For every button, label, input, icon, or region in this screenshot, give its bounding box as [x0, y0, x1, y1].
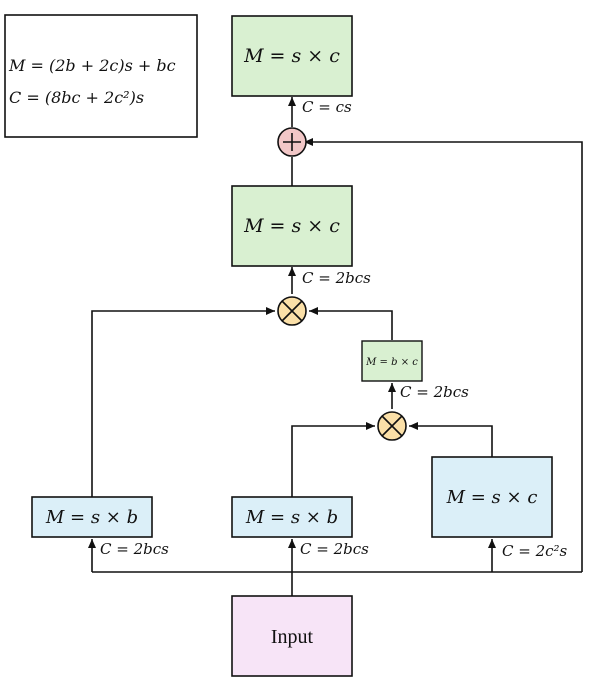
block-input-label: Input	[271, 626, 314, 648]
block-input: Input	[231, 595, 353, 677]
multiply-icon	[381, 415, 403, 437]
block-left-label: M = s × b	[45, 507, 138, 528]
edge-small-to-mul	[309, 307, 393, 340]
block-center: M = s × b	[231, 496, 353, 538]
legend-box: M = (2b + 2c)s + bc C = (8bc + 2c²)s	[4, 14, 198, 138]
edge-label-right: C = 2c²s	[502, 542, 568, 560]
edge-right-to-mul	[409, 422, 493, 457]
plus-icon	[283, 133, 301, 151]
multiply-icon	[281, 300, 303, 322]
block-small-label: M = b × c	[365, 357, 418, 368]
connectors	[88, 97, 583, 596]
multiply-operator-upper	[277, 296, 307, 326]
block-small: M = b × c	[361, 340, 423, 382]
edge-label-center: C = 2bcs	[300, 540, 369, 558]
edge-left-to-mul	[91, 307, 275, 497]
add-operator	[277, 127, 307, 157]
edge-label-middle: C = 2bcs	[302, 269, 371, 287]
legend-line-m: M = (2b + 2c)s + bc	[8, 56, 176, 75]
block-center-label: M = s × b	[245, 507, 338, 528]
edge-label-left: C = 2bcs	[100, 540, 169, 558]
multiply-operator-lower	[377, 411, 407, 441]
block-right: M = s × c	[431, 456, 553, 538]
legend-line-c: C = (8bc + 2c²)s	[9, 88, 144, 107]
block-right-label: M = s × c	[446, 487, 538, 508]
edge-residual	[304, 138, 583, 572]
block-top: M = s × c	[231, 15, 353, 97]
edge-center-to-mul	[291, 422, 375, 497]
edge-label-small: C = 2bcs	[400, 383, 469, 401]
block-middle: M = s × c	[231, 185, 353, 267]
edge-label-top: C = cs	[302, 98, 352, 116]
block-middle-label: M = s × c	[243, 215, 340, 237]
block-top-label: M = s × c	[243, 45, 340, 67]
block-left: M = s × b	[31, 496, 153, 538]
